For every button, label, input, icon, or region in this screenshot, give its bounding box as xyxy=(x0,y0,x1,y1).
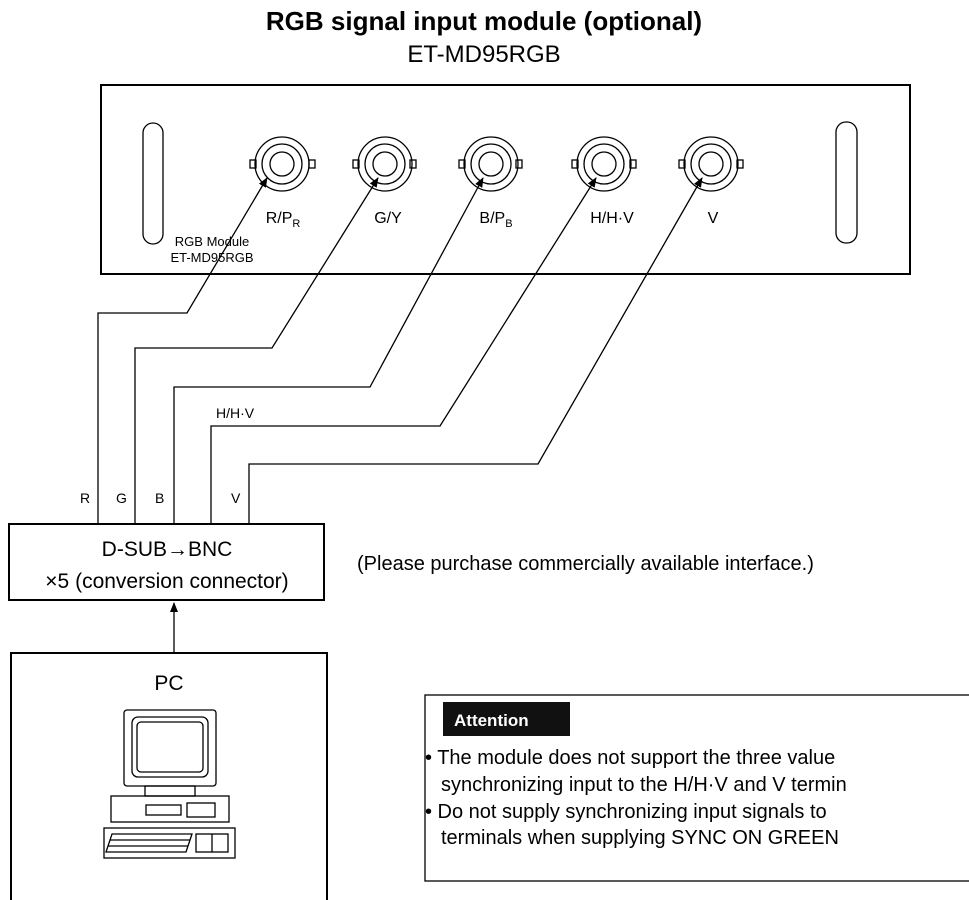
mounting-slot-left xyxy=(142,122,164,245)
wire-label-v: V xyxy=(231,490,241,506)
purchase-note: (Please purchase commercially available … xyxy=(357,553,814,575)
attention-box xyxy=(424,694,969,882)
attention-heading: Attention xyxy=(454,711,529,730)
attention-line-2: synchronizing input to the H/H·V and V t… xyxy=(441,774,847,796)
bnc-connector-r xyxy=(249,136,316,192)
wire-b xyxy=(173,177,484,524)
attention-line-3: • Do not supply synchronizing input sign… xyxy=(425,801,827,823)
rgb-module-panel xyxy=(100,84,911,275)
bnc-connector-v xyxy=(678,136,744,192)
converter-label-1: D-SUB→BNC xyxy=(102,538,233,561)
module-model: ET-MD95RGB xyxy=(407,41,560,68)
wire-label-r: R xyxy=(80,490,90,506)
pc-label: PC xyxy=(154,672,183,695)
attention-heading-bg xyxy=(443,702,570,736)
converter-label-2: ×5 (conversion connector) xyxy=(45,570,288,593)
port-label-hv: H/H·V xyxy=(590,210,634,227)
module-model-label: ET-MD95RGB xyxy=(170,250,253,265)
port-label-b: B/PB xyxy=(479,210,512,230)
bnc-connector-hv xyxy=(571,136,637,192)
bnc-connector-g xyxy=(352,136,417,192)
wire-label-g: G xyxy=(116,490,127,506)
wire-r xyxy=(97,177,268,524)
port-label-r: R/PR xyxy=(266,210,301,230)
port-label-g: G/Y xyxy=(374,210,402,227)
module-name-label: RGB Module xyxy=(175,234,249,249)
wire-v xyxy=(248,177,703,524)
attention-line-1: • The module does not support the three … xyxy=(425,747,835,769)
wire-label-hv: H/H·V xyxy=(216,405,255,421)
wire-g xyxy=(134,177,379,524)
converter-box xyxy=(8,523,325,601)
diagram-title: RGB signal input module (optional) xyxy=(266,6,702,36)
bnc-connector-b xyxy=(458,136,523,192)
computer-icon xyxy=(103,709,236,859)
port-label-v: V xyxy=(708,210,719,227)
attention-line-4: terminals when supplying SYNC ON GREEN xyxy=(441,827,839,849)
wire-hv xyxy=(210,177,597,524)
mounting-slot-right xyxy=(835,121,858,244)
wire-label-b: B xyxy=(155,490,164,506)
